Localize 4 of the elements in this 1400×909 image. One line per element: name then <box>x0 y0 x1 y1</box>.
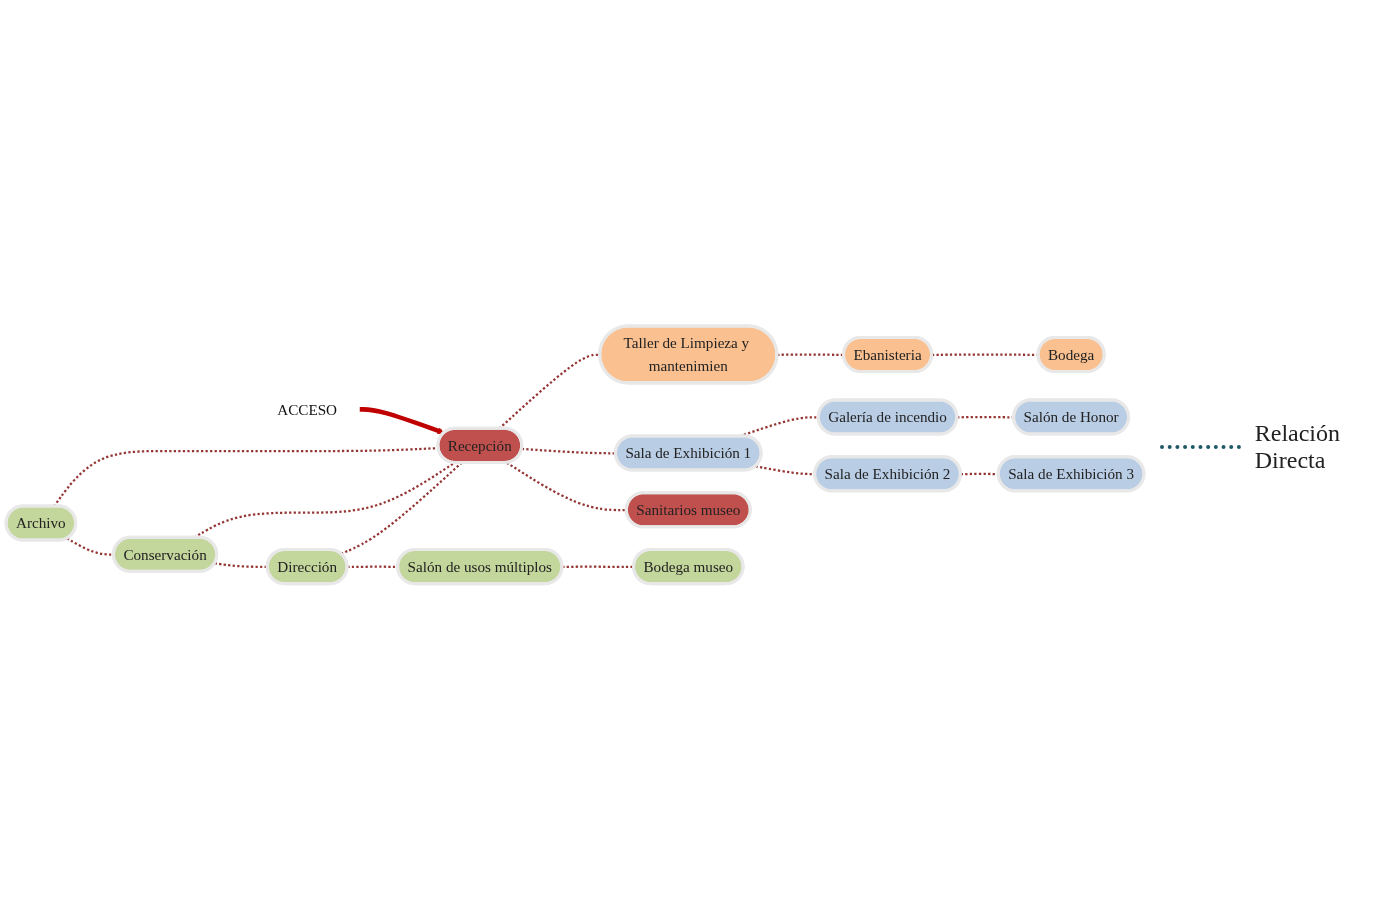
arrow <box>359 406 445 434</box>
legend-text: Relación Directa <box>1254 420 1342 474</box>
node-text: ACCESO <box>277 400 338 418</box>
connector <box>521 447 616 455</box>
